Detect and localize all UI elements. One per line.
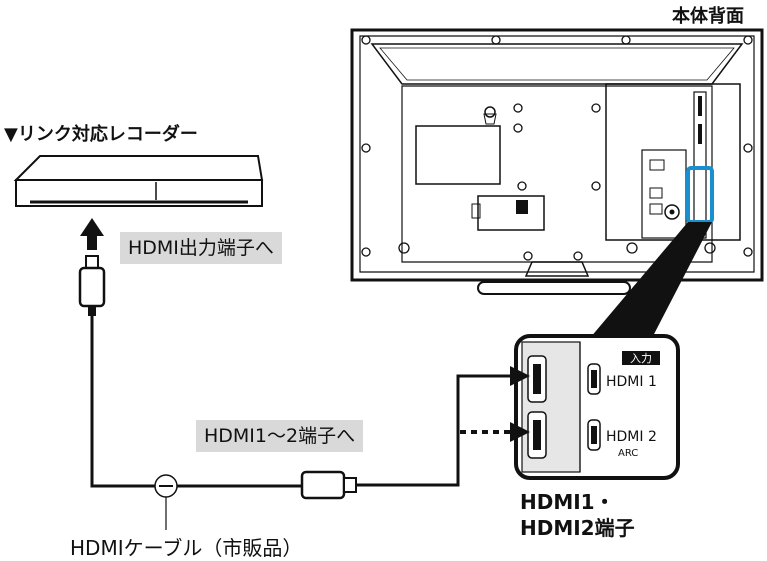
label-hdmi-in: HDMI1～2端子へ	[196, 420, 364, 452]
zoom-connector	[590, 222, 712, 338]
label-hdmi-out: HDMI出力端子へ	[120, 232, 282, 264]
hdmi-cable	[78, 255, 530, 530]
port-label-hdmi1: HDMI 1	[606, 374, 657, 390]
label-cable: HDMIケーブル（市販品）	[70, 536, 303, 560]
label-recorder: ▼リンク対応レコーダー	[4, 124, 198, 145]
label-terminals-line1: HDMI1・	[520, 490, 615, 514]
arrow-up-recorder	[80, 218, 104, 250]
tv-back-illustration	[350, 28, 764, 295]
label-tv-back: 本体背面	[672, 6, 744, 27]
port-label-arc: ARC	[618, 448, 638, 459]
terminal-closeup	[514, 334, 680, 480]
port-label-hdmi2: HDMI 2	[606, 429, 657, 445]
label-terminals-line2: HDMI2端子	[520, 516, 635, 540]
input-badge: 入力	[630, 352, 652, 365]
recorder-illustration	[13, 155, 264, 207]
